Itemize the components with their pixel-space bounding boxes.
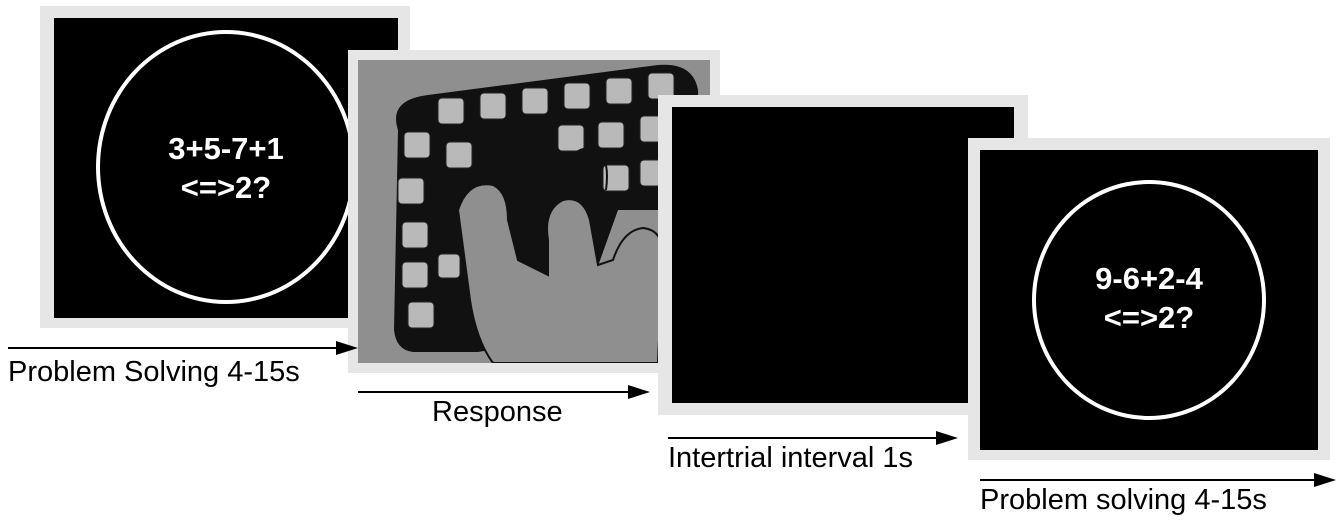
problem-solving-panel-2: 9-6+2-4 <=>2? bbox=[968, 138, 1330, 460]
phase-label-problem-solving-2: Problem solving 4-15s bbox=[980, 484, 1267, 517]
equation-line-2: <=>2? bbox=[54, 169, 398, 208]
black-screen bbox=[672, 107, 1014, 403]
phase-label-intertrial: Intertrial interval 1s bbox=[668, 442, 913, 475]
timeline-arrow-1 bbox=[8, 338, 358, 358]
equation: 3+5-7+1 <=>2? bbox=[54, 130, 398, 208]
equation-line-1: 3+5-7+1 bbox=[54, 130, 398, 169]
equation-line-2: <=>2? bbox=[980, 299, 1318, 338]
phase-label-response: Response bbox=[432, 396, 563, 429]
black-screen: 3+5-7+1 <=>2? bbox=[54, 18, 398, 318]
phase-label-problem-solving-1: Problem Solving 4-15s bbox=[8, 356, 300, 389]
equation: 9-6+2-4 <=>2? bbox=[980, 260, 1318, 338]
equation-line-1: 9-6+2-4 bbox=[980, 260, 1318, 299]
black-screen: 9-6+2-4 <=>2? bbox=[980, 150, 1318, 450]
